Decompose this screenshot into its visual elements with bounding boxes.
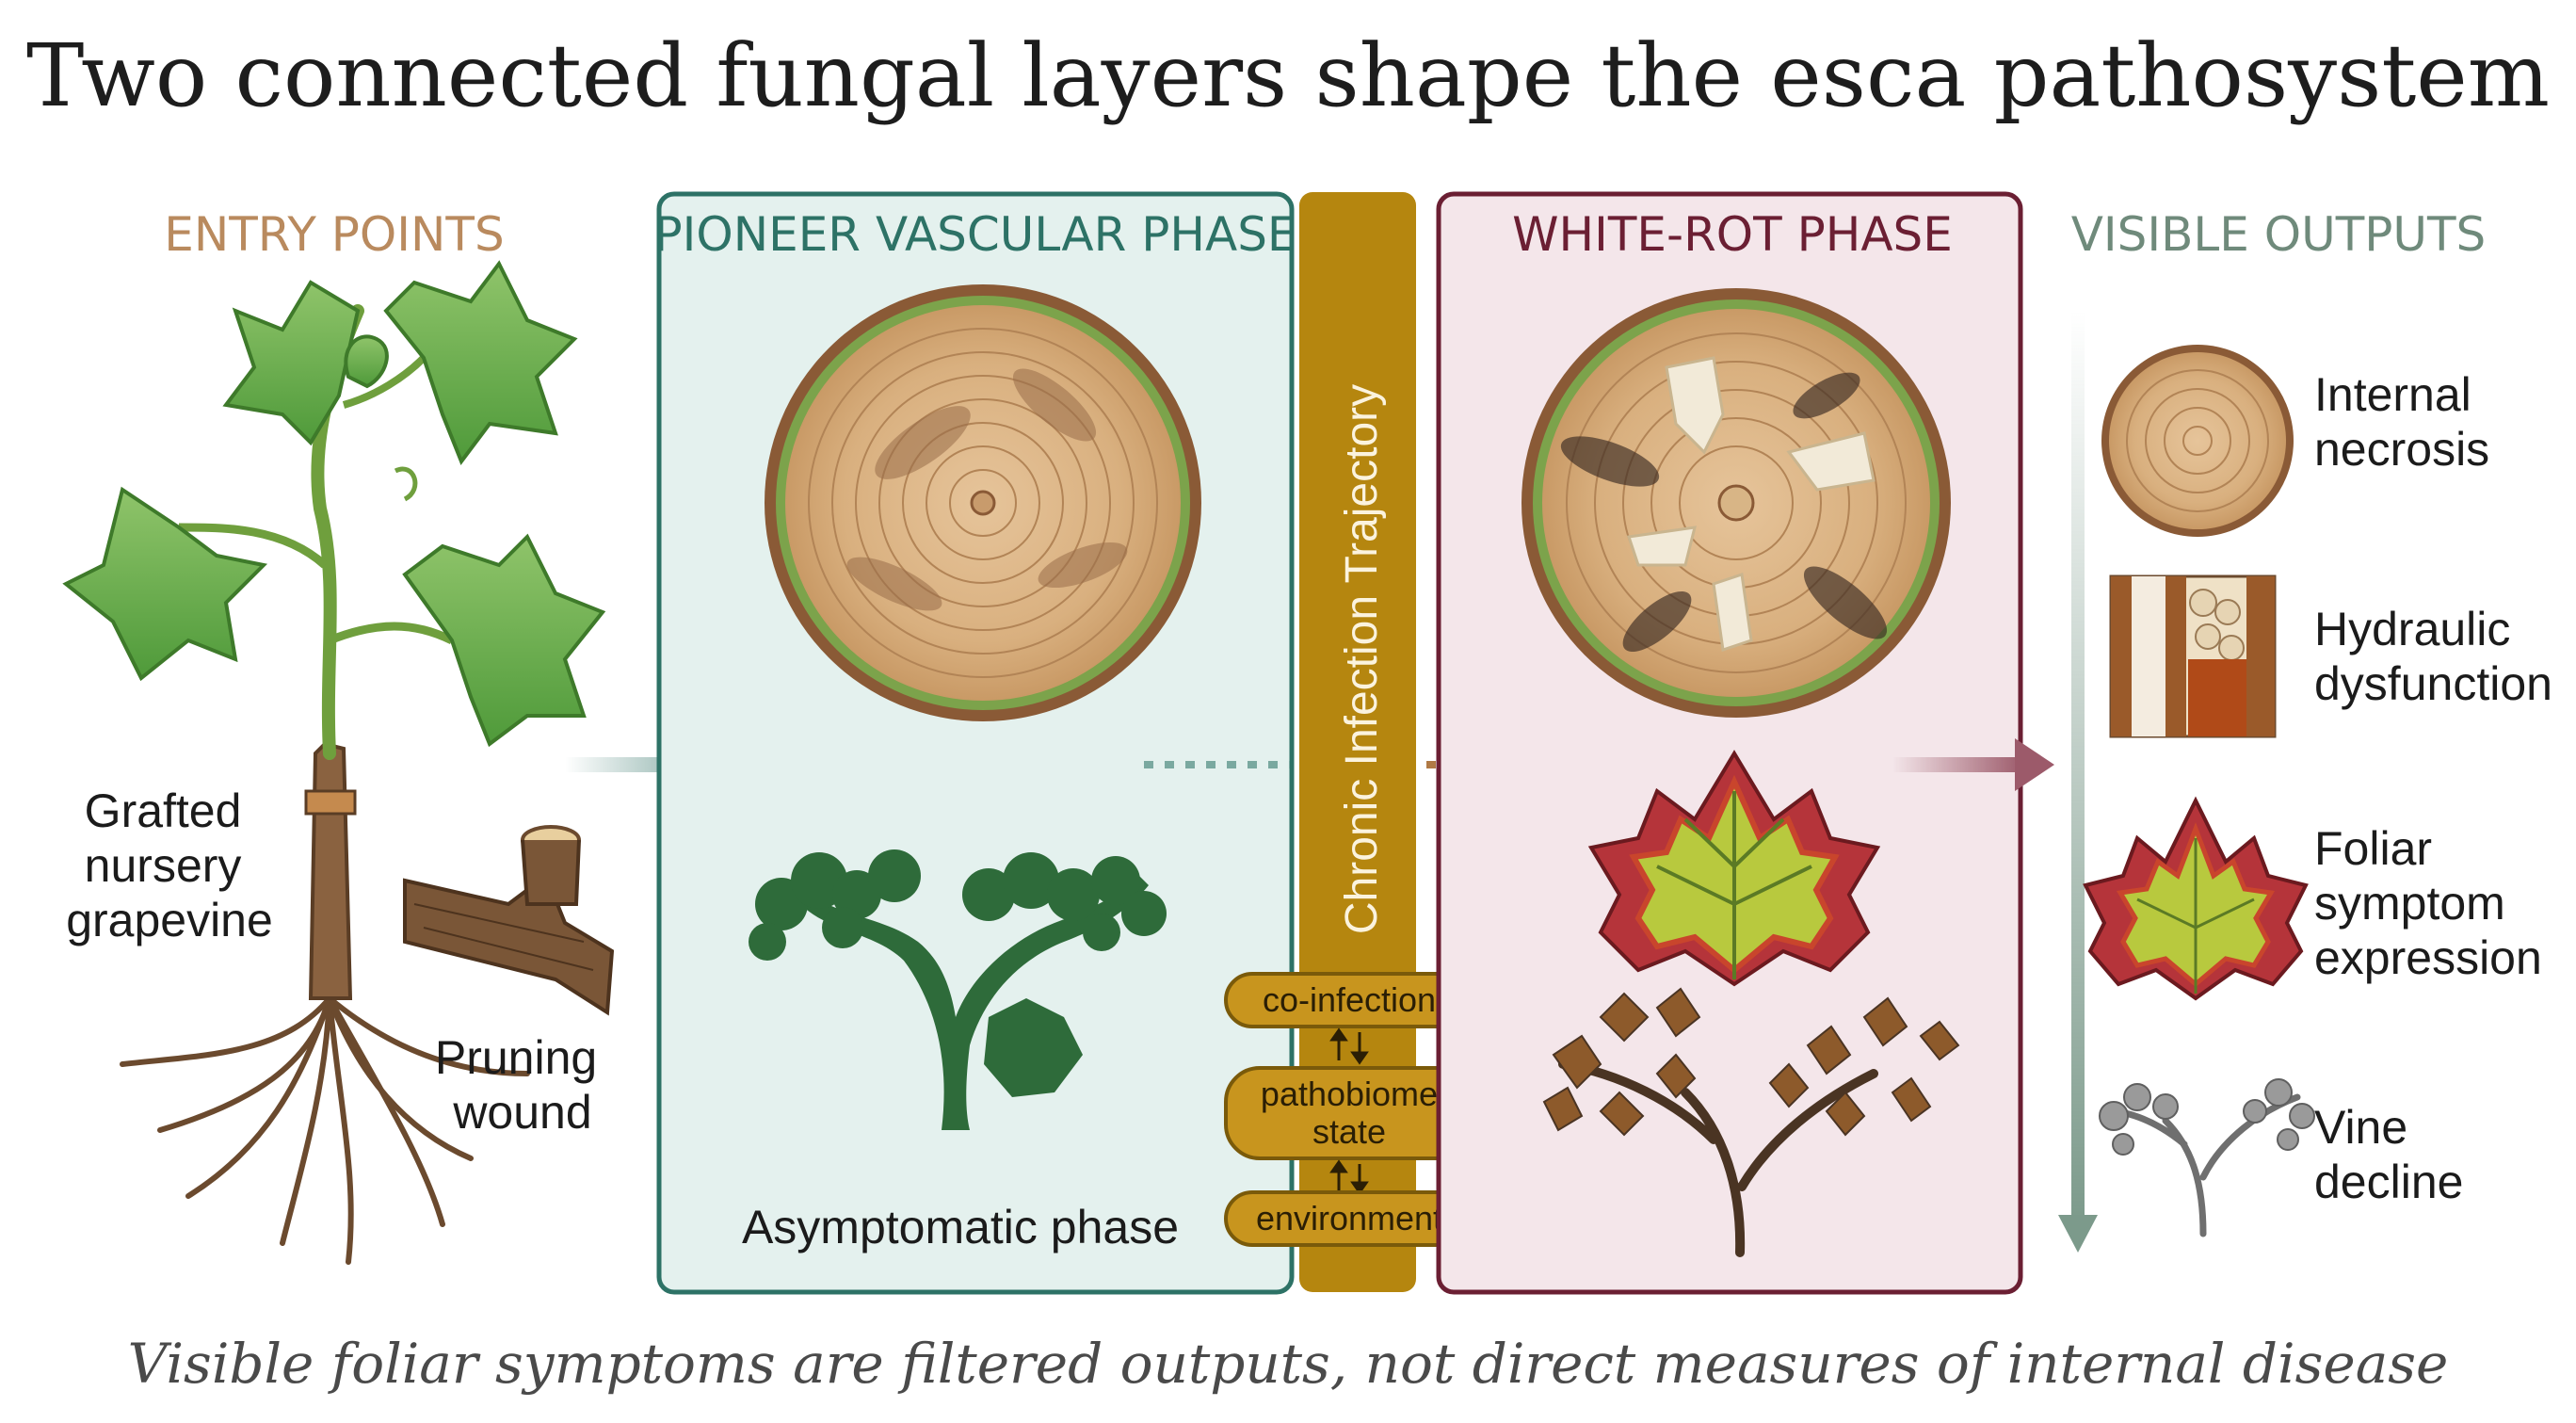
bidirectional-arrow-icon xyxy=(1329,1159,1369,1195)
declining-vine-icon xyxy=(1542,987,1960,1257)
entry-points-column: ENTRY POINTS xyxy=(62,207,615,1265)
output-label-line: Vine xyxy=(2314,1101,2407,1154)
output-label-line: Hydraulic xyxy=(2314,603,2510,655)
white-rot-cross-section-icon xyxy=(1521,288,1951,718)
entry-points-heading: ENTRY POINTS xyxy=(164,207,504,262)
asymptomatic-vine-icon xyxy=(749,849,1167,1130)
asymptomatic-phase-label: Asymptomatic phase xyxy=(742,1201,1179,1253)
output-label: Foliar symptom expression xyxy=(2314,822,2542,984)
white-rot-phase-panel: WHITE-ROT PHASE xyxy=(1436,191,2023,1295)
pruning-wound-icon xyxy=(403,825,615,1016)
output-foliar-symptom-expression: Foliar symptom expression xyxy=(2083,796,2542,1001)
output-label-line: decline xyxy=(2314,1156,2463,1208)
pill-label: environment xyxy=(1256,1199,1442,1237)
grafted-label-line: grapevine xyxy=(66,894,273,946)
visible-outputs-column: VISIBLE OUTPUTS Internal necrosis xyxy=(2058,207,2552,1253)
output-internal-necrosis: Internal necrosis xyxy=(2101,345,2489,537)
grafted-label-line: Grafted xyxy=(85,784,242,837)
diagram-title: Two connected fungal layers shape the es… xyxy=(26,25,2550,126)
pill-label-line: pathobiome xyxy=(1261,1075,1438,1113)
trunk-cross-section-icon xyxy=(2101,345,2294,537)
output-label: Hydraulic dysfunction xyxy=(2314,603,2552,710)
output-label-line: necrosis xyxy=(2314,423,2489,476)
output-label: Internal necrosis xyxy=(2314,368,2489,476)
output-label-line: Internal xyxy=(2314,368,2471,421)
grafted-grapevine-label: Grafted nursery grapevine xyxy=(66,784,273,946)
output-hydraulic-dysfunction: Hydraulic dysfunction xyxy=(2109,574,2552,738)
output-label-line: Foliar xyxy=(2314,822,2432,875)
pill-label: co-infection xyxy=(1263,980,1436,1019)
output-label: Vine decline xyxy=(2314,1101,2463,1208)
pioneer-phase-heading: PIONEER VASCULAR PHASE xyxy=(653,207,1296,262)
output-label-line: symptom xyxy=(2314,877,2505,930)
trajectory-pill-environment: environment xyxy=(1224,1190,1474,1247)
trajectory-label: Chronic Infection Trajectory xyxy=(1337,384,1387,934)
output-vine-decline: Vine decline xyxy=(2099,1078,2463,1237)
tiger-stripe-leaf-icon xyxy=(1587,750,1881,987)
pioneer-vascular-phase-panel: PIONEER VASCULAR PHASE xyxy=(653,191,1297,1295)
pruning-label-line: Pruning xyxy=(435,1031,597,1084)
white-rot-phase-heading: WHITE-ROT PHASE xyxy=(1512,207,1953,262)
output-label-line: expression xyxy=(2314,931,2542,984)
chronic-infection-trajectory-band: Chronic Infection Trajectory co-infectio… xyxy=(1224,192,1474,1292)
visible-outputs-heading: VISIBLE OUTPUTS xyxy=(2071,207,2487,262)
declining-vine-icon xyxy=(2099,1078,2315,1237)
pruning-label-line: wound xyxy=(452,1086,591,1139)
pill-label-line: state xyxy=(1312,1112,1386,1151)
output-label-line: dysfunction xyxy=(2314,657,2552,710)
xylem-vessel-icon xyxy=(2109,574,2277,738)
grafted-grapevine-icon xyxy=(62,260,606,1265)
grafted-label-line: nursery xyxy=(85,839,242,892)
bidirectional-arrow-icon xyxy=(1329,1027,1369,1065)
pruning-wound-label: Pruning wound xyxy=(435,1031,610,1139)
whiterot-to-outputs-arrow xyxy=(1892,738,2054,791)
trunk-cross-section-icon xyxy=(765,284,1201,721)
tiger-stripe-leaf-icon xyxy=(2083,796,2309,1001)
diagram-caption: Visible foliar symptoms are filtered out… xyxy=(128,1332,2449,1396)
trajectory-pill-co-infection: co-infection xyxy=(1224,972,1474,1028)
outputs-down-arrow xyxy=(2058,311,2098,1253)
